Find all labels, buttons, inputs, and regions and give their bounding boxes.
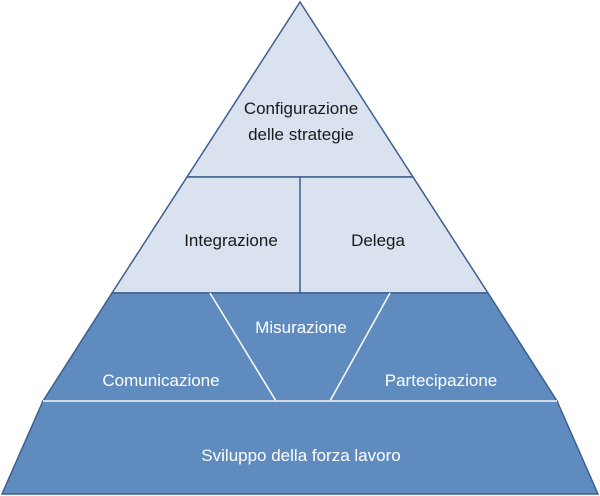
label-configurazione: Configurazione [244,99,358,118]
label-partecipazione: Partecipazione [385,371,497,390]
label-misurazione: Misurazione [255,318,347,337]
label-sviluppo: Sviluppo della forza lavoro [201,446,400,465]
label-comunicazione: Comunicazione [102,371,219,390]
tier-lower-divider-right [329,292,391,402]
label-delle-strategie: delle strategie [248,125,354,144]
tier-top [185,0,415,178]
label-integrazione: Integrazione [184,231,278,250]
label-delega: Delega [351,231,405,250]
tier-lower-divider-left [209,292,277,402]
